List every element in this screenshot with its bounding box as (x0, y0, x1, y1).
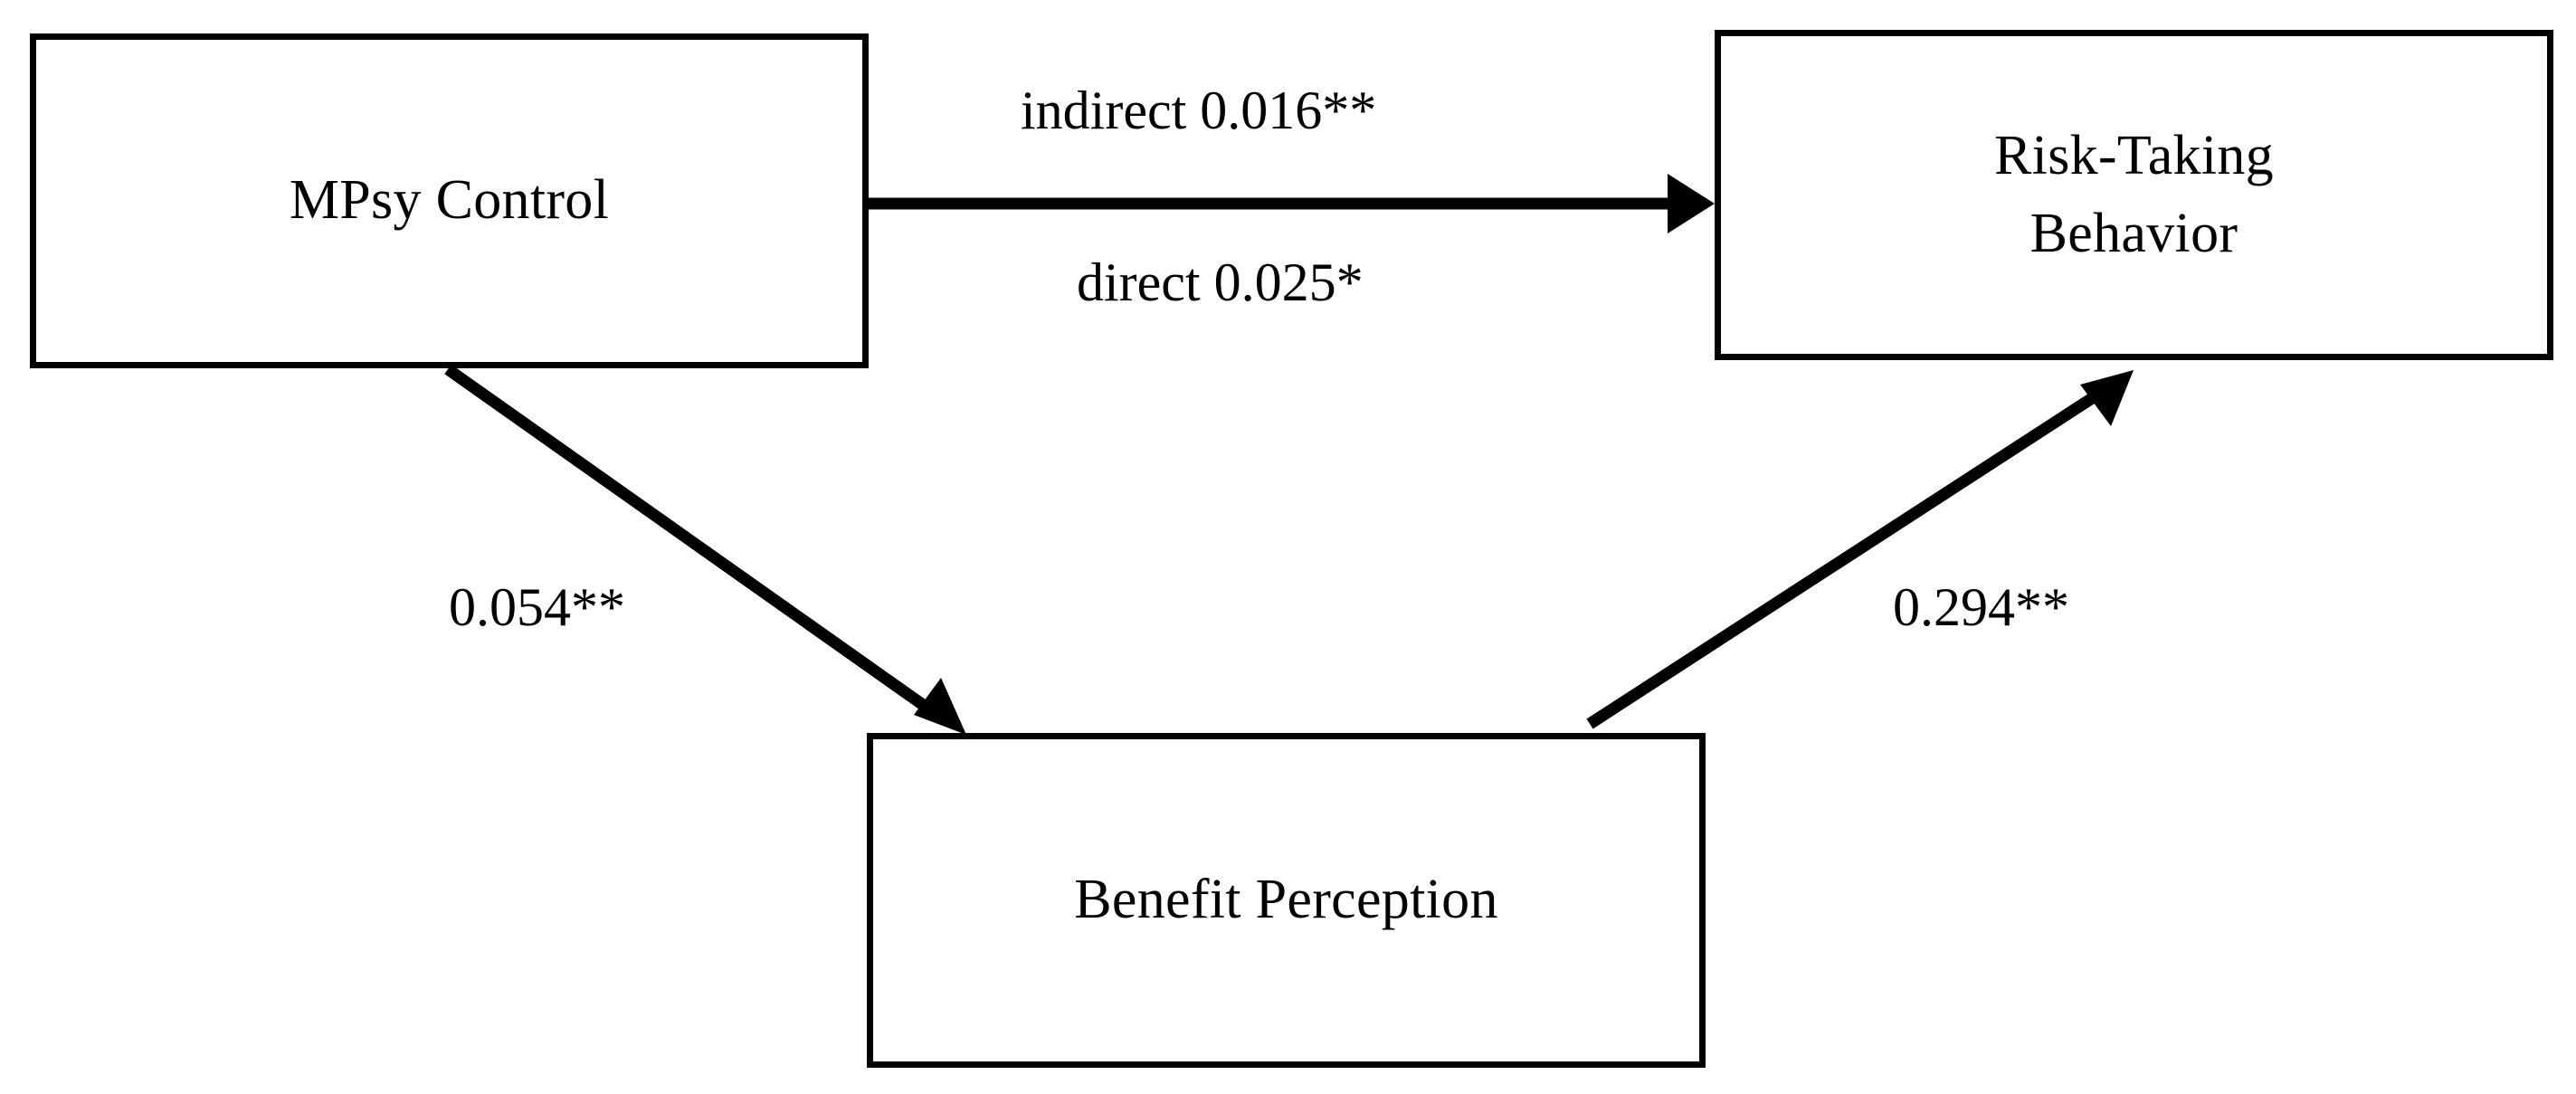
node-risk-taking-behavior-label-line-2: Behavior (2029, 202, 2239, 264)
node-benefit-perception-label: Benefit Perception (1074, 861, 1498, 939)
arrow-shaft-a-path (444, 364, 936, 717)
node-risk-taking-behavior-label-line-1: Risk-Taking (1994, 124, 2274, 186)
arrowhead-b-path (2080, 370, 2134, 426)
edge-label-direct-effect: direct 0.025* (1077, 252, 1364, 312)
node-mpsy-control-label-line-1: MPsy Control (289, 169, 610, 232)
arrow-mpsy-to-risk (869, 174, 1715, 233)
node-risk-taking-behavior-label: Risk-Taking Behavior (1994, 118, 2274, 272)
node-mpsy-control-label: MPsy Control (290, 162, 609, 240)
arrowhead-horizontal (1668, 174, 1715, 233)
node-risk-taking-behavior[interactable]: Risk-Taking Behavior (1715, 30, 2553, 360)
edge-label-b-path: 0.294** (1893, 577, 2069, 637)
arrowhead-a-path (914, 678, 966, 735)
node-benefit-perception[interactable]: Benefit Perception (867, 733, 1706, 1068)
arrow-mpsy-to-benefit (444, 364, 966, 735)
edge-label-a-path: 0.054** (449, 577, 625, 637)
edge-label-indirect-effect: indirect 0.016** (1021, 81, 1377, 140)
node-mpsy-control[interactable]: MPsy Control (30, 33, 869, 368)
arrow-shaft-b-path (1586, 388, 2103, 729)
arrow-benefit-to-risk (1586, 370, 2134, 729)
node-benefit-perception-label-line-1: Benefit Perception (1074, 869, 1498, 931)
